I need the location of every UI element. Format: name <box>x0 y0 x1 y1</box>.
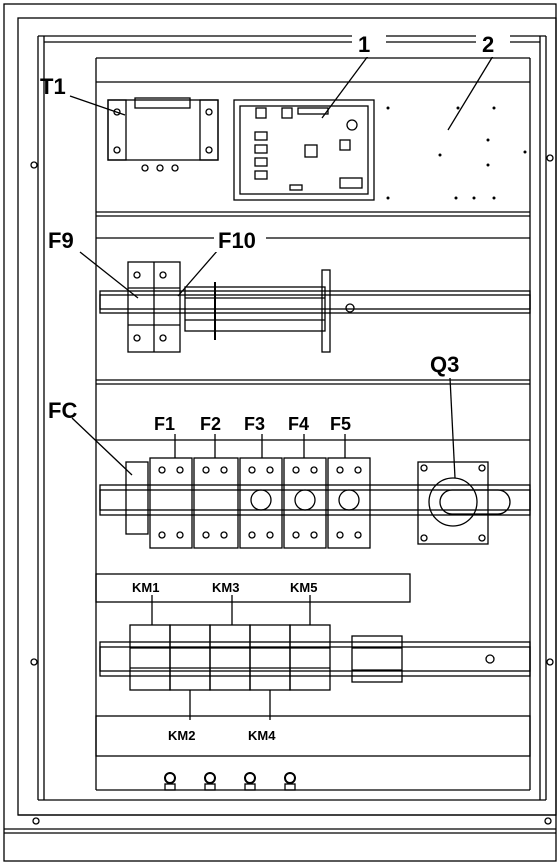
label-main-board: 1 <box>358 32 370 57</box>
label-fuse-f4: F4 <box>288 414 309 434</box>
label-fuse-f3: F3 <box>244 414 265 434</box>
contactor-km3 <box>209 624 251 691</box>
terminal-strip <box>351 635 403 683</box>
label-contactor-km2: KM2 <box>168 728 195 743</box>
label-fuse-f2: F2 <box>200 414 221 434</box>
gland-4 <box>284 772 296 791</box>
fuse-f9 <box>127 261 181 353</box>
label-fuse-f5: F5 <box>330 414 351 434</box>
fuse-f3 <box>239 457 283 549</box>
component-labels: 1 2 T1 F9 F10 FC Q3 F1 F2 F3 F4 F5 KM1 K… <box>40 32 510 743</box>
gland-2 <box>204 772 216 791</box>
fuse-f1 <box>149 457 193 549</box>
terminal-block-f10 <box>184 269 331 353</box>
fuse-f2 <box>193 457 239 549</box>
fuse-rail-section <box>96 237 531 353</box>
board-section <box>96 97 530 217</box>
gland-3 <box>244 772 256 791</box>
gland-1 <box>164 772 176 791</box>
contactor-km5 <box>289 624 331 691</box>
label-switch-q3: Q3 <box>430 352 459 377</box>
fc-module <box>125 461 149 535</box>
contactor-km4 <box>249 624 291 691</box>
breaker-section <box>96 379 531 549</box>
main-board-1 <box>233 99 375 201</box>
contactor-section <box>95 573 531 757</box>
fuse-f4 <box>283 457 327 549</box>
label-contactor-km4: KM4 <box>248 728 276 743</box>
label-contactor-km3: KM3 <box>212 580 239 595</box>
label-fuse-f10: F10 <box>218 228 256 253</box>
transformer-t1 <box>107 97 219 172</box>
leader-lines <box>69 55 494 720</box>
label-fuse-f9: F9 <box>48 228 74 253</box>
label-contactor-km5: KM5 <box>290 580 317 595</box>
fuse-f5 <box>327 457 371 549</box>
cabinet-frame <box>3 3 557 862</box>
label-contactor-km1: KM1 <box>132 580 159 595</box>
aux-board-2 <box>386 106 527 200</box>
switch-q3 <box>417 461 511 545</box>
label-fuse-f1: F1 <box>154 414 175 434</box>
label-fc: FC <box>48 398 77 423</box>
contactor-km2 <box>169 624 211 691</box>
contactor-km1 <box>129 624 171 691</box>
cable-glands <box>164 772 296 791</box>
label-transformer-t1: T1 <box>40 74 66 99</box>
label-aux-board: 2 <box>482 32 494 57</box>
